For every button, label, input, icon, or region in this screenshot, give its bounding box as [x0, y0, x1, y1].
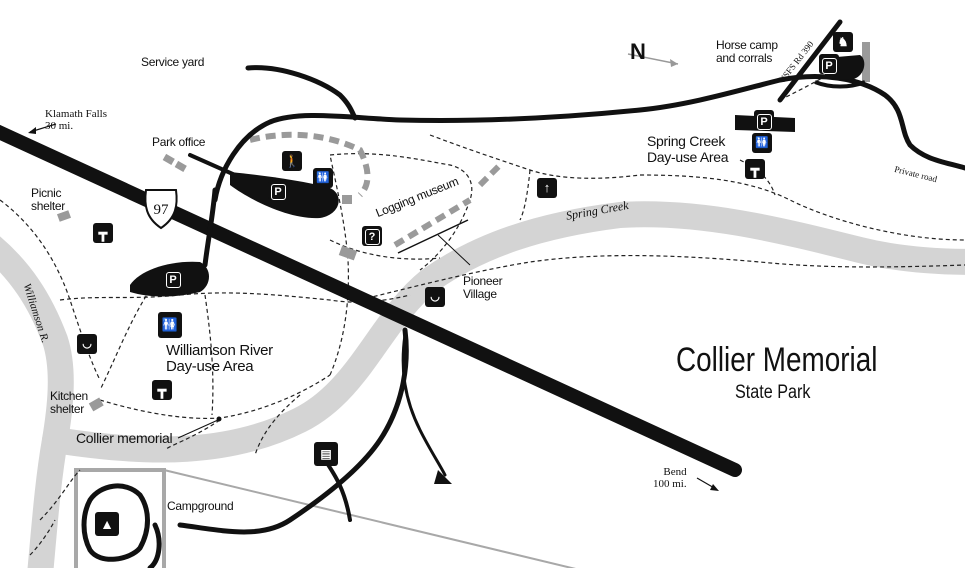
spur-road	[401, 333, 447, 477]
hiker-icon: 🚶	[282, 151, 302, 171]
inset-connector	[163, 469, 576, 568]
fishing-icon: ◡	[77, 334, 97, 354]
boat-launch-icon: ◡	[425, 287, 445, 307]
map-subtitle: State Park	[735, 382, 811, 403]
parking-icon: P	[819, 54, 839, 74]
gray-blocks	[56, 42, 870, 412]
collier-memorial-label: Collier memorial	[76, 430, 173, 446]
campground-label: Campground	[167, 499, 234, 513]
highway-97-shield-icon: 97	[144, 189, 178, 230]
map-title: Collier Memorial	[676, 341, 878, 379]
highway-shield-number: 97	[154, 202, 170, 218]
picnic-table-icon: ┳	[93, 223, 113, 243]
rv-dump-icon: ▤	[314, 442, 338, 466]
campground-loop-outer	[147, 522, 162, 568]
parking-icon: P	[268, 180, 288, 200]
campground-loop	[81, 483, 150, 562]
horse-corral-road	[814, 80, 866, 89]
picnic-shelter-label: Picnic shelter	[31, 186, 65, 213]
restroom-icon: 🚻	[158, 312, 182, 338]
north-label: N	[630, 39, 646, 64]
picnic-table-icon: ┳	[152, 380, 172, 400]
memorial-point	[216, 416, 222, 422]
spring-creek-day-use-label: Spring Creek Day-use Area	[647, 133, 729, 165]
road-arrow	[434, 470, 452, 484]
restroom-icon: 🚻	[752, 133, 772, 153]
park-office-label: Park office	[152, 135, 206, 149]
service-yard-label: Service yard	[141, 55, 205, 69]
river-trail	[359, 254, 965, 301]
bend-arrow-icon	[696, 477, 719, 491]
pioneer-leader	[437, 234, 471, 266]
main-park-road	[212, 74, 965, 203]
tent-icon: ▲	[95, 512, 119, 536]
kitchen-shelter-label: Kitchen shelter	[50, 389, 88, 416]
horse-icon: ♞	[833, 32, 853, 52]
memorial-leader	[177, 419, 219, 439]
williamson-day-use-label: Williamson River Day-use Area	[166, 342, 273, 375]
parking-icon: P	[754, 110, 774, 130]
pioneer-village-label: Pioneer Village	[463, 274, 503, 301]
trail-network	[0, 69, 965, 556]
klamath-falls-label: Klamath Falls 30 mi.	[45, 108, 108, 132]
campground-inset-frame	[74, 468, 166, 568]
buildings	[249, 131, 503, 248]
pioneer-underline	[397, 219, 469, 254]
highway-97	[0, 124, 742, 477]
bend-label: Bend 100 mi.	[653, 466, 687, 490]
trailhead-arrow-icon: ↑	[537, 178, 557, 198]
klamath-arrow-icon	[28, 123, 57, 134]
picnic-table-icon: ┳	[745, 159, 765, 179]
service-yard-road	[245, 65, 358, 121]
williamson-river	[0, 201, 965, 568]
restroom-icon: 🚻	[313, 168, 333, 188]
info-icon: ?	[362, 226, 382, 246]
williamson-access-road	[202, 187, 218, 268]
usfs-road-390	[777, 19, 843, 103]
park-office-road	[188, 153, 237, 177]
north-arrow-icon	[627, 53, 679, 67]
horse-camp-label: Horse camp and corrals	[716, 38, 778, 65]
roads	[0, 19, 965, 568]
parking-icon: P	[163, 268, 183, 288]
